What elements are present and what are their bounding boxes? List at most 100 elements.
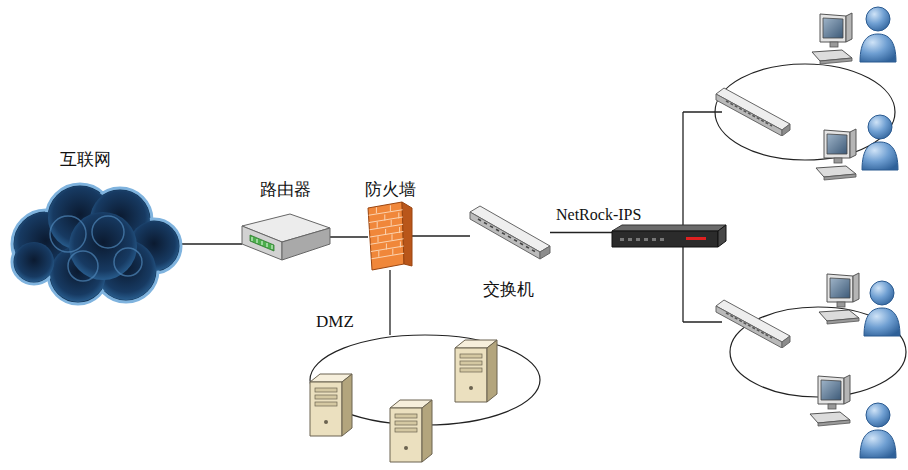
network-node: 路由器 (238, 180, 333, 270)
cloud-highlight (50, 216, 86, 252)
network-link (389, 270, 390, 335)
drive-bay (460, 354, 482, 358)
cloud-lobe-fill (14, 242, 54, 282)
switch-port (478, 219, 481, 221)
drive-bay (460, 368, 482, 372)
cloud-highlight (68, 251, 98, 281)
ips-front (612, 231, 718, 247)
node-label: 互联网 (60, 150, 111, 170)
server-front (310, 382, 342, 436)
switch-top (470, 206, 550, 252)
switch-port (502, 233, 505, 235)
switch-side (540, 246, 550, 259)
user-icon (862, 115, 898, 170)
switch-port (526, 246, 529, 248)
server-side (342, 374, 352, 436)
network-link (550, 232, 612, 233)
lan-wiring (683, 112, 722, 322)
server-side (422, 400, 432, 462)
brick-line (371, 246, 404, 252)
router-port (262, 241, 263, 245)
power-button (469, 386, 473, 390)
node-icon (608, 225, 730, 253)
switch-port (520, 243, 523, 245)
ips-port (620, 238, 624, 241)
brick-line (369, 210, 403, 216)
node-icon (238, 208, 333, 270)
router-led-strip (250, 235, 274, 251)
server-icon (310, 374, 352, 436)
router-port (272, 245, 273, 249)
user-icon (860, 403, 896, 458)
switch-port (496, 229, 499, 231)
switch-port (514, 240, 517, 242)
brick-line (371, 239, 404, 245)
brick-joint (391, 220, 392, 226)
node-label: 交换机 (483, 280, 534, 300)
user-icon (860, 7, 896, 62)
switch-icon (716, 300, 790, 348)
node-icon (300, 310, 558, 468)
server-front (455, 348, 487, 402)
server-icon (390, 400, 432, 462)
brick-joint (392, 249, 393, 255)
lan-ring (715, 64, 895, 160)
drive-bay (315, 402, 337, 406)
node-label: NetRock-IPS (556, 205, 641, 224)
node-label: 防火墙 (365, 180, 416, 200)
power-button (404, 446, 408, 450)
brick-joint (400, 242, 401, 248)
router-icon (242, 214, 330, 260)
brick-line (370, 232, 403, 238)
network-node: 交换机 (462, 202, 554, 304)
node-icon (462, 202, 554, 262)
router-port (252, 237, 253, 241)
node-label: 路由器 (260, 180, 311, 200)
server-side (487, 340, 497, 402)
ips-side (718, 225, 726, 247)
switch-port (490, 226, 493, 228)
brick-joint (392, 234, 393, 240)
pc-icon (812, 13, 852, 64)
switch-icon (716, 88, 790, 136)
cloud-lobe-fill (69, 212, 137, 280)
brick-joint (398, 213, 399, 219)
brick-joint (399, 227, 400, 233)
brick-line (372, 253, 405, 259)
brick-joint (390, 205, 391, 211)
ips-port (628, 238, 632, 241)
brick-joint (376, 207, 377, 213)
firewall-icon (368, 202, 412, 270)
server-front (390, 408, 422, 462)
brick-joint (377, 222, 378, 228)
drive-bay (315, 388, 337, 392)
cloud-shape (12, 184, 181, 304)
ips-icon (612, 225, 726, 247)
router-port (267, 243, 268, 247)
network-link (330, 236, 368, 237)
brick-joint (378, 251, 379, 257)
network-node: DMZ (300, 310, 558, 468)
node-icon (366, 200, 416, 272)
drive-bay (315, 395, 337, 399)
server-icon (455, 340, 497, 402)
ips-top (612, 225, 726, 231)
ips-port (660, 238, 664, 241)
brick-joint (386, 244, 387, 250)
router-side (282, 228, 330, 260)
pc-icon (819, 273, 859, 324)
drive-bay (395, 414, 417, 418)
switch-port (532, 250, 535, 252)
router-port (257, 239, 258, 243)
network-node: 防火墙 (362, 180, 418, 272)
brick-joint (384, 215, 385, 221)
switch-port (484, 222, 487, 224)
router-front (242, 226, 282, 260)
brick-joint (385, 229, 386, 235)
drive-bay (395, 428, 417, 432)
firewall-side (402, 202, 412, 266)
user-icon (864, 281, 900, 336)
firewall-front (368, 202, 404, 270)
ips-port (636, 238, 640, 241)
network-node: 互联网 (8, 150, 186, 302)
